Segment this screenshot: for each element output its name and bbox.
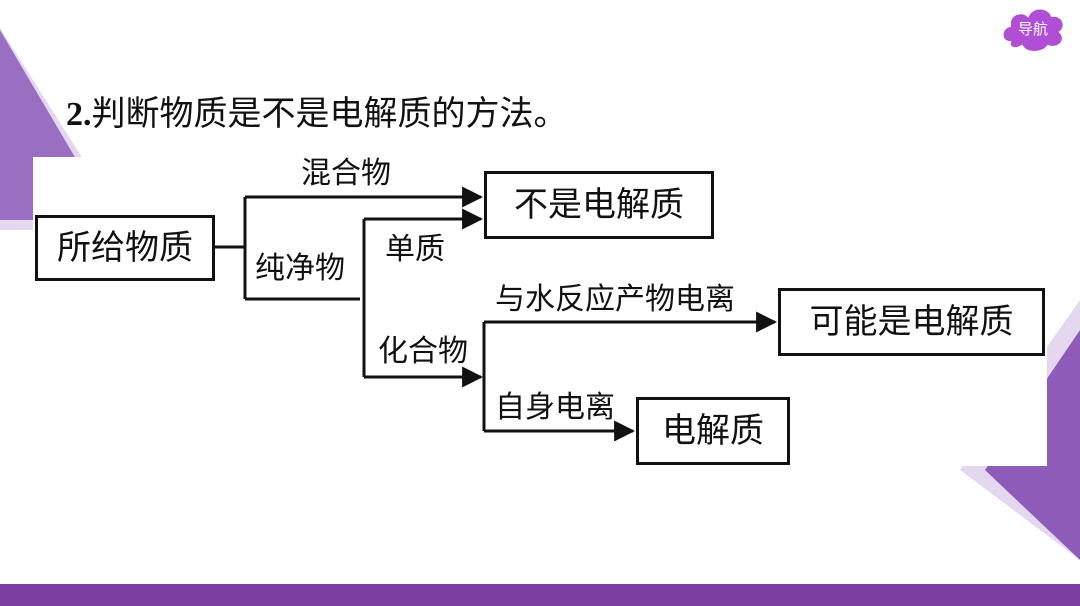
edge-label-self-ionize: 自身电离 xyxy=(495,390,615,425)
node-electrolyte: 电解质 xyxy=(636,397,790,465)
node-not-electrolyte: 不是电解质 xyxy=(484,171,714,239)
edge-label-react-ionize: 与水反应产物电离 xyxy=(495,282,735,317)
edge-label-element: 单质 xyxy=(385,232,445,267)
edge-label-compound: 化合物 xyxy=(378,334,468,369)
flowchart-connectors xyxy=(214,186,778,442)
flowchart: 所给物质 不是电解质 可能是电解质 电解质 混合物 纯净物 单质 化合物 与水反… xyxy=(33,157,1047,466)
nav-button[interactable]: 导航 xyxy=(998,4,1068,54)
cloud-icon xyxy=(1001,7,1065,53)
page-title: 2.判断物质是不是电解质的方法。 xyxy=(66,86,568,135)
node-given-substance: 所给物质 xyxy=(35,215,215,281)
node-maybe-electrolyte: 可能是电解质 xyxy=(778,288,1045,356)
bottom-bar xyxy=(0,584,1080,606)
edge-label-pure: 纯净物 xyxy=(255,251,345,286)
nav-label: 导航 xyxy=(1017,20,1048,38)
edge-label-mixture: 混合物 xyxy=(301,156,391,191)
title-text: 判断物质是不是电解质的方法。 xyxy=(91,94,568,134)
title-number: 2. xyxy=(66,96,92,133)
